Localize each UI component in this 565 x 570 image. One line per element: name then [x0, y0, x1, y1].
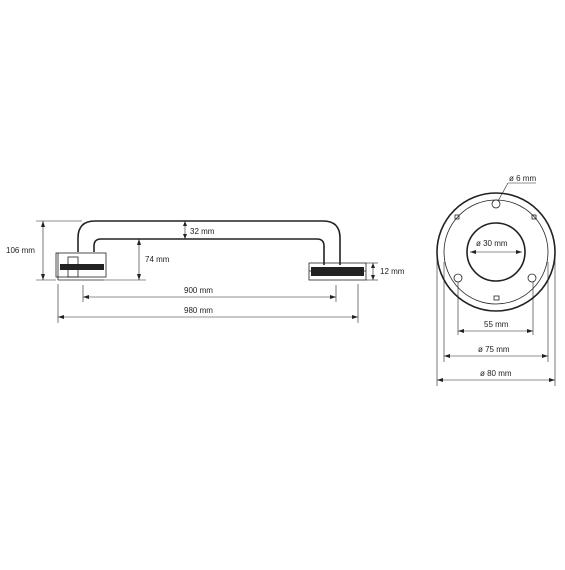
total-length-label: 980 mm [184, 306, 213, 315]
flange-thickness-dimension [366, 262, 378, 281]
screw-hole-top [491, 199, 501, 209]
inner-length-dimension [82, 285, 337, 302]
inner-diameter-label: ø 75 mm [478, 345, 510, 354]
height-label: 106 mm [6, 246, 35, 255]
hole-spacing-label: 55 mm [484, 320, 509, 329]
offset-dimension [104, 239, 146, 281]
grab-bar-side-view: 106 mm 74 mm 32 mm 12 mm [6, 220, 405, 323]
left-flange [55, 252, 107, 281]
offset-label: 74 mm [145, 255, 170, 264]
notch-top-left [454, 214, 460, 220]
center-hole [466, 222, 526, 282]
grab-bar-outline [77, 220, 341, 265]
notch-bottom [493, 295, 500, 301]
notch-top-right [531, 214, 537, 220]
right-flange [308, 262, 367, 281]
screw-hole-left [453, 273, 463, 283]
outer-diameter-label: ø 80 mm [480, 369, 512, 378]
height-dimension [36, 220, 82, 281]
grab-bar-inner-contour [93, 238, 325, 265]
screw-hole-right [527, 273, 537, 283]
center-hole-label: ø 30 mm [476, 239, 508, 248]
bar-diameter-dimension [183, 221, 187, 239]
inner-length-label: 900 mm [184, 286, 213, 295]
flange-thickness-label: 12 mm [380, 267, 405, 276]
flange-front-view: ø 6 mm ø 30 mm 55 mm ø 75 mm ø 80 mm [436, 174, 556, 386]
bar-diameter-label: 32 mm [190, 227, 215, 236]
total-length-dimension [57, 284, 359, 323]
flange-outer-circle [436, 192, 556, 312]
screw-hole-label: ø 6 mm [509, 174, 536, 183]
